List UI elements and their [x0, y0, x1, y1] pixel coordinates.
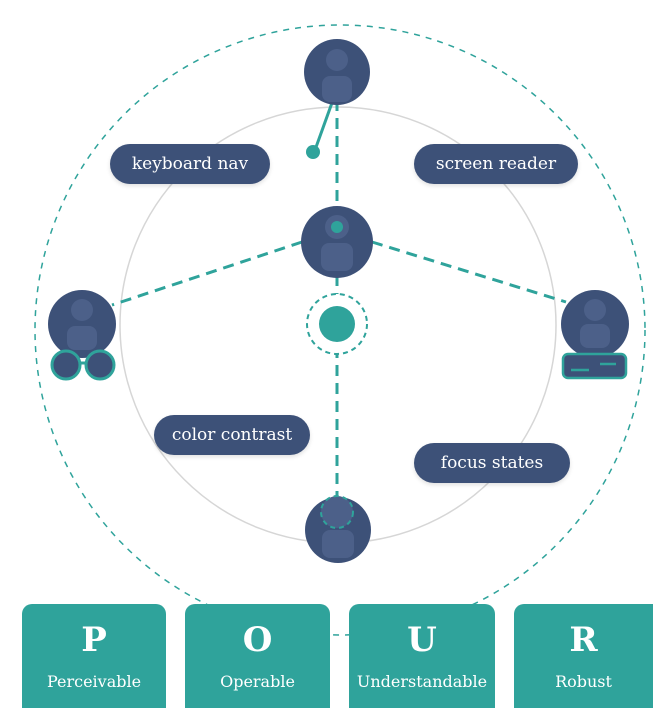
principle-card-perceivable: P Perceivable [22, 604, 166, 708]
user-avatar-icon [304, 39, 370, 105]
label-keyboard-nav: keyboard nav [110, 144, 270, 184]
label-focus-states: focus states [414, 443, 570, 483]
principle-word: Understandable [356, 672, 488, 691]
principle-letter: P [81, 620, 107, 660]
principle-card-understandable: U Understandable [349, 604, 495, 708]
glasses-icon [50, 349, 116, 381]
user-avatar-icon [561, 290, 629, 358]
principle-letter: O [242, 620, 273, 660]
principle-word: Operable [220, 672, 295, 691]
principle-card-operable: O Operable [185, 604, 330, 708]
pointer-line [313, 99, 335, 151]
label-color-contrast: color contrast [154, 415, 310, 455]
label-screen-reader: screen reader [414, 144, 578, 184]
keyboard-icon [561, 352, 628, 380]
user-avatar-icon [301, 206, 373, 278]
outer-dashed-ring [34, 24, 646, 636]
principle-word: Perceivable [46, 672, 142, 691]
focus-ring-icon [320, 495, 354, 529]
hub-node-icon [306, 293, 368, 355]
principle-word: Robust [555, 672, 612, 691]
connector-center-left [111, 240, 303, 307]
pointer-dot [306, 145, 320, 159]
principle-letter: U [407, 620, 437, 660]
user-avatar-icon [48, 290, 116, 358]
principle-card-robust: R Robust [514, 604, 653, 708]
principle-letter: R [569, 620, 598, 660]
connector-center-right [371, 240, 567, 304]
